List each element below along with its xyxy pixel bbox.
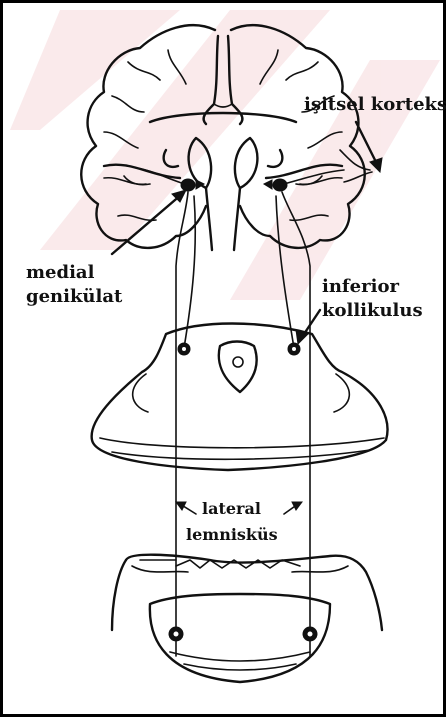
medulla-section: [112, 555, 382, 682]
label-inferior-colliculus-1: inferior: [322, 276, 399, 297]
label-lateral-lemniscus-1: lateral: [202, 499, 261, 518]
watermark: [10, 10, 440, 300]
label-inferior-colliculus-2: kollikulus: [322, 300, 423, 321]
label-medial-geniculate-2: genikülat: [26, 286, 123, 307]
label-medial-geniculate-1: medial: [26, 262, 95, 283]
label-lateral-lemniscus-2: lemnisküs: [186, 525, 278, 544]
midbrain-section: [92, 324, 388, 471]
label-auditory-cortex: işitsel korteks: [304, 94, 446, 115]
